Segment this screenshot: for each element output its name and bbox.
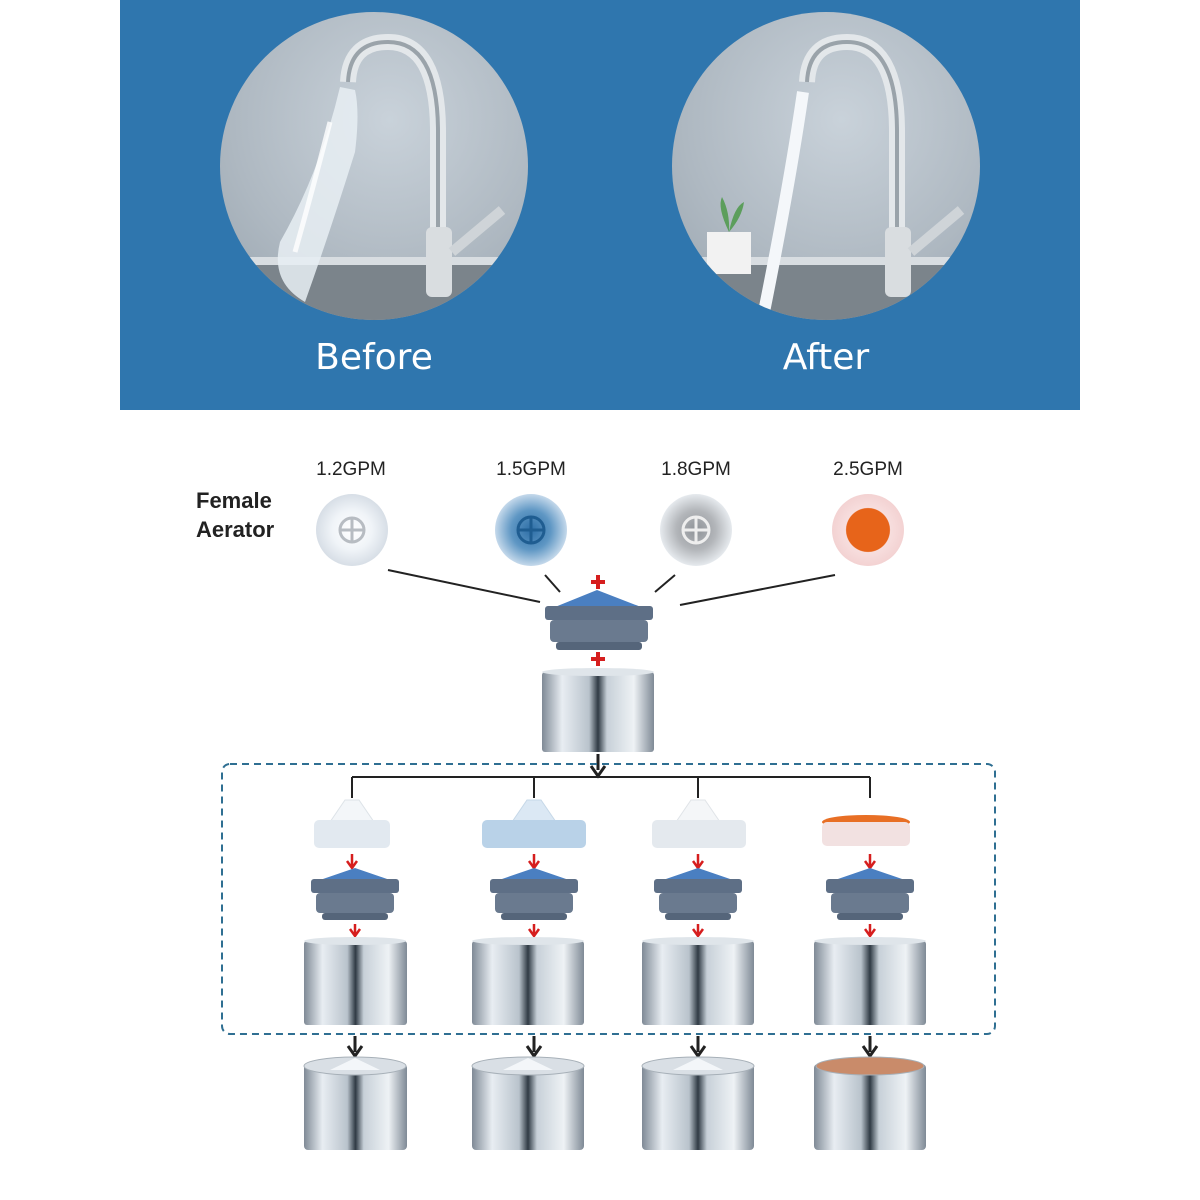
chrome-shell-4 bbox=[814, 937, 926, 1025]
plus-icon bbox=[591, 652, 605, 666]
arrow-down-icon bbox=[346, 1036, 879, 1059]
female-label-line1: Female bbox=[196, 488, 272, 513]
arrow-down-icon bbox=[345, 854, 877, 871]
center-housing bbox=[545, 590, 653, 650]
housing-1 bbox=[311, 868, 399, 920]
plus-icon bbox=[591, 575, 605, 589]
insert-2 bbox=[482, 799, 586, 848]
chrome-shell-2 bbox=[472, 937, 584, 1025]
aerator-disc-3 bbox=[660, 494, 732, 566]
insert-3 bbox=[652, 799, 746, 848]
gpm-label-2: 1.5GPM bbox=[496, 459, 566, 480]
aerator-disc-1 bbox=[316, 494, 388, 566]
female-label-line2: Aerator bbox=[196, 517, 275, 542]
housing-4 bbox=[826, 868, 914, 920]
after-caption: After bbox=[782, 337, 870, 378]
center-chrome-shell bbox=[542, 668, 654, 752]
before-photo bbox=[220, 12, 528, 320]
before-after-banner: Before After bbox=[120, 0, 1080, 410]
insert-1 bbox=[314, 799, 390, 848]
aerator-disc-4 bbox=[832, 494, 904, 566]
insert-4 bbox=[822, 815, 910, 846]
arrow-down-icon bbox=[348, 924, 877, 939]
branch-lines bbox=[351, 776, 871, 798]
before-caption: Before bbox=[315, 337, 433, 378]
female-aerator-label: Female Aerator bbox=[196, 486, 274, 544]
after-photo bbox=[672, 12, 980, 320]
connector-lines bbox=[387, 569, 836, 606]
assembled-aerator-1 bbox=[303, 1056, 407, 1150]
assembled-aerator-3 bbox=[641, 1056, 755, 1150]
assembled-aerator-2 bbox=[471, 1056, 585, 1150]
gpm-label-1: 1.2GPM bbox=[316, 459, 386, 480]
aerator-disc-2 bbox=[495, 494, 567, 566]
gpm-label-4: 2.5GPM bbox=[833, 459, 903, 480]
gpm-label-3: 1.8GPM bbox=[661, 459, 731, 480]
housing-3 bbox=[654, 868, 742, 920]
chrome-shell-1 bbox=[304, 937, 407, 1025]
assembled-aerator-4 bbox=[814, 1056, 926, 1150]
chrome-shell-3 bbox=[642, 937, 754, 1025]
assembly-options-box bbox=[221, 763, 996, 1035]
housing-2 bbox=[490, 868, 578, 920]
